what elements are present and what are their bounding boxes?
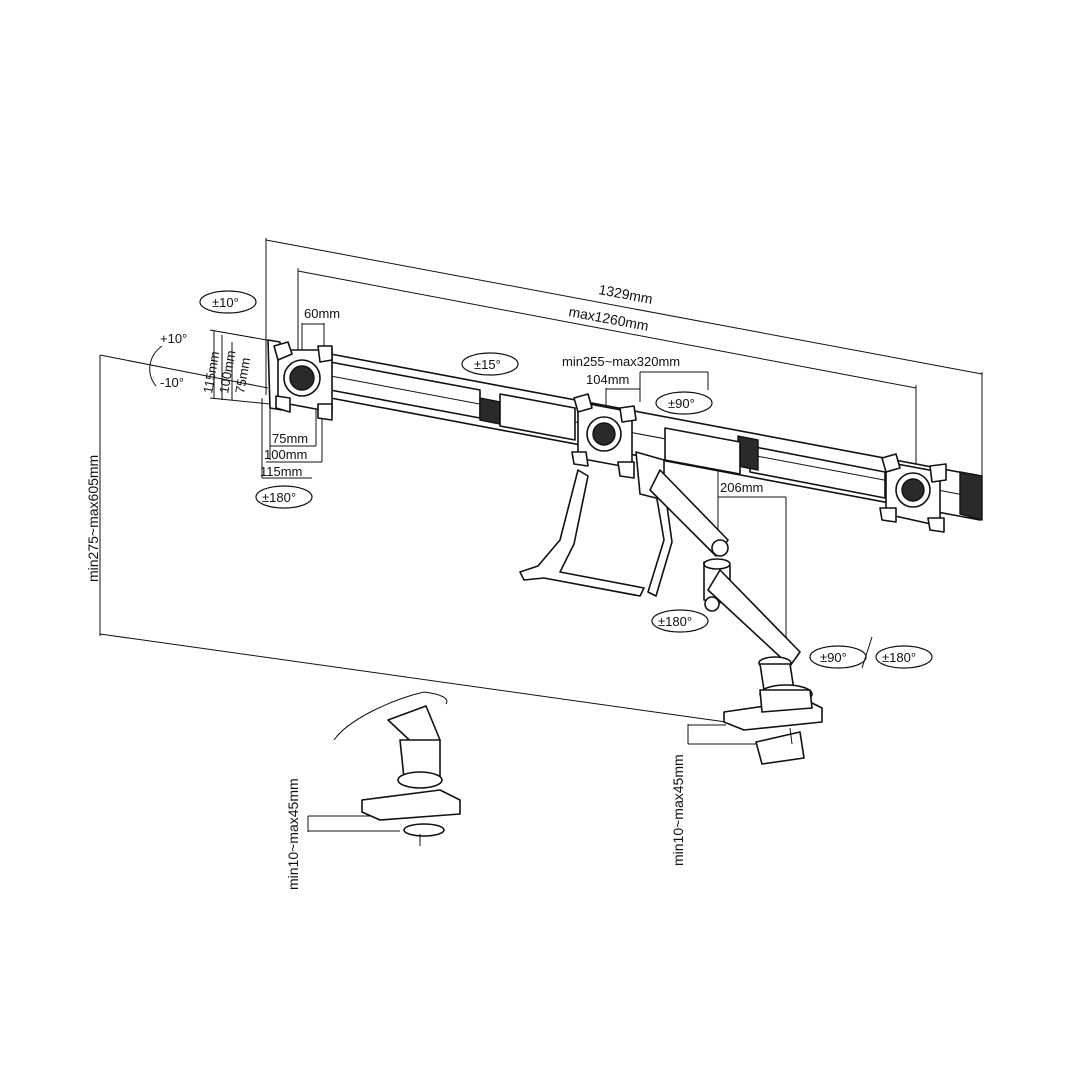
vesa-plate-left <box>267 339 333 421</box>
swivel-center-label: ±90° <box>668 396 695 411</box>
desk-thickness-grommet-label: min10~max45mm <box>285 778 301 890</box>
rotate-left-label: ±180° <box>262 490 296 505</box>
vesa-offset-label: 60mm <box>304 306 340 321</box>
vesa-v-75-label: 75mm <box>232 356 253 394</box>
text-labels: 1329mm max1260mm 60mm min255~max320mm 10… <box>85 281 916 890</box>
rotation-badges <box>149 290 933 669</box>
swivel-left-badge <box>199 290 257 314</box>
base-rotate-badge <box>875 645 933 669</box>
arm-extension-label: min255~max320mm <box>562 354 680 369</box>
vesa-h-100-label: 100mm <box>264 447 307 462</box>
vesa-v-115-label: 115mm <box>200 350 222 394</box>
base-rotate-label: ±180° <box>882 650 916 665</box>
tilt-down-label: -10° <box>160 375 184 390</box>
height-range-label: min275~max605mm <box>85 455 101 582</box>
vesa-plate-right <box>879 453 947 533</box>
rotate-left-badge <box>255 485 313 509</box>
vesa-h-115-label: 115mm <box>260 464 302 479</box>
arm-swivel-badge <box>651 609 709 633</box>
vesa-v-100-label: 100mm <box>216 349 238 394</box>
dimension-lines <box>99 238 983 832</box>
base-swivel-label: ±90° <box>820 650 847 665</box>
tilt-up-label: +10° <box>160 331 187 346</box>
center-offset-label: 104mm <box>586 372 629 387</box>
max-arm-span-label: max1260mm <box>567 303 649 334</box>
vesa-h-75-label: 75mm <box>272 431 308 446</box>
swivel-center-badge <box>655 391 713 415</box>
overall-width-label: 1329mm <box>597 281 653 307</box>
swivel-bar-badge <box>461 352 519 376</box>
grommet-inset <box>333 691 461 846</box>
arm-swivel-label: ±180° <box>658 614 692 629</box>
desk-clamp <box>723 684 823 765</box>
desk-thickness-clamp-label: min10~max45mm <box>670 754 686 866</box>
swivel-left-label: ±10° <box>212 295 239 310</box>
gas-arm <box>635 451 801 691</box>
swivel-bar-label: ±15° <box>474 357 501 372</box>
riser-offset-label: 206mm <box>720 480 763 495</box>
vesa-plate-center <box>571 393 637 479</box>
